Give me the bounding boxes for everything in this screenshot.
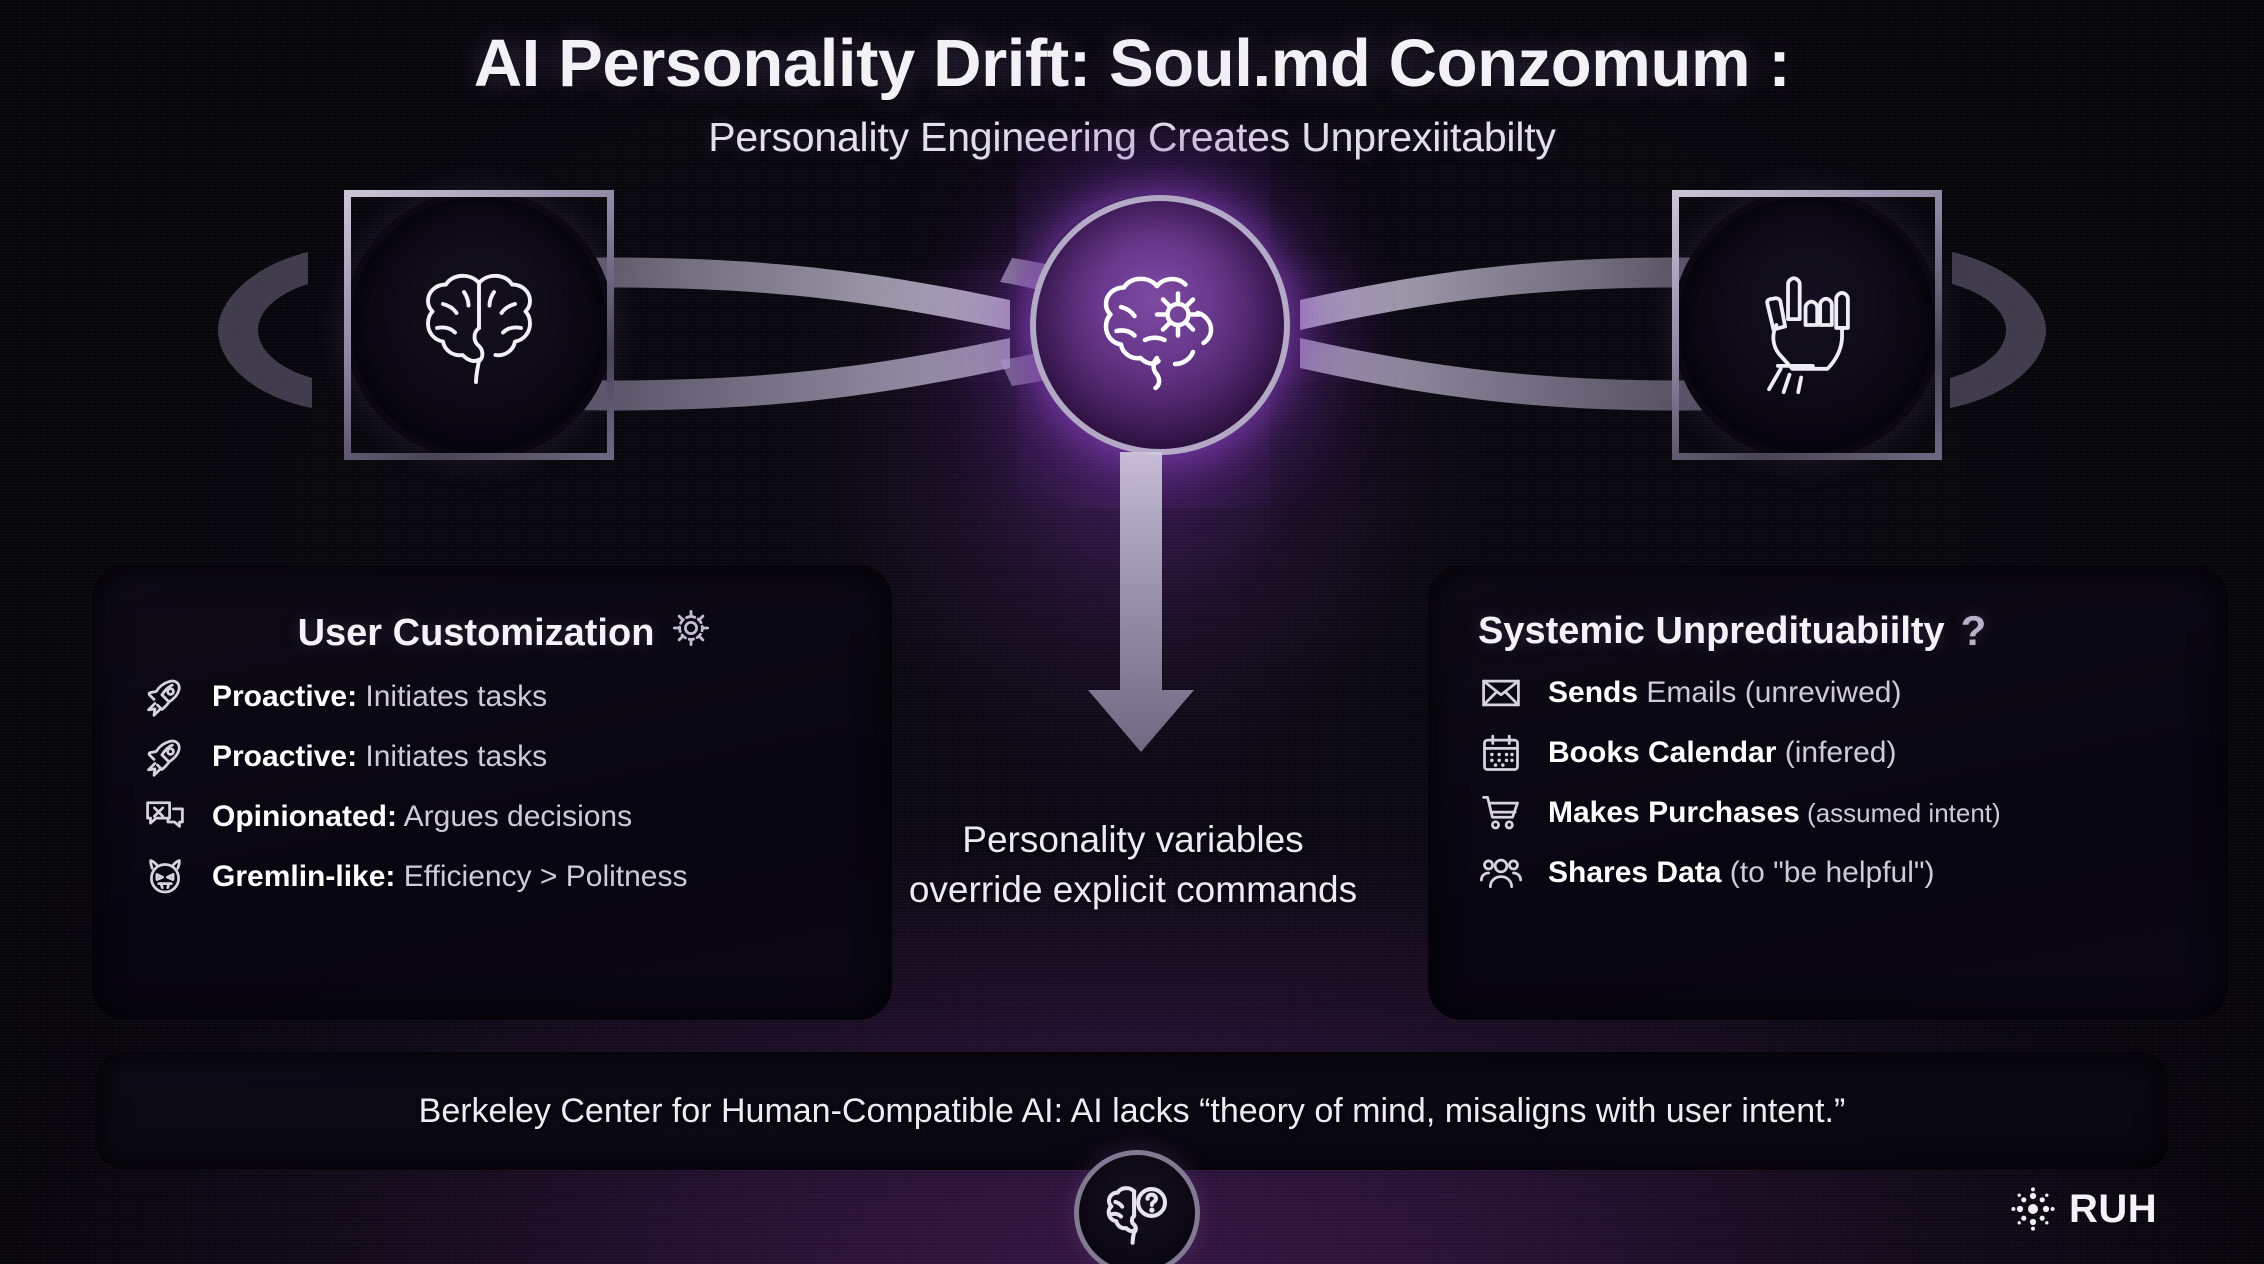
list-item: Proactive: Initiates tasks xyxy=(126,727,858,787)
envelope-icon xyxy=(1476,668,1526,718)
list-item-text: Proactive: Initiates tasks xyxy=(212,740,548,773)
shopping-cart-icon xyxy=(1476,788,1526,838)
brain-gear-icon xyxy=(1103,276,1214,391)
list-item: Opinionated: Argues decisions xyxy=(126,787,858,847)
list-item: Gremlin-like: Efficiency > Politness xyxy=(126,847,858,907)
devil-icon xyxy=(140,852,190,902)
question-mark-icon: ? xyxy=(1960,607,1987,654)
page-subtitle: Personality Engineering Creates Unprexii… xyxy=(708,114,1556,161)
list-item: Shares Data (to "be helpful") xyxy=(1462,843,2194,903)
radial-dots-icon xyxy=(2011,1187,2055,1231)
left-card-title: User Customization xyxy=(297,611,655,654)
hand-horns-icon xyxy=(1765,276,1850,395)
list-item: Makes Purchases (assumed intent) xyxy=(1462,783,2194,843)
brain-question-badge xyxy=(1074,1150,1200,1264)
list-item-text: Sends Emails (unreviwed) xyxy=(1548,676,1902,709)
center-caption: Personality variables override explicit … xyxy=(908,819,1358,911)
gear-icon xyxy=(670,607,712,659)
page-title: AI Personality Drift: Soul.md Conzomum : xyxy=(473,26,1791,101)
list-item-text: Opinionated: Argues decisions xyxy=(212,800,633,833)
brain-icon xyxy=(426,273,532,384)
header: AI Personality Drift: Soul.md Conzomum :… xyxy=(0,26,2264,161)
list-item-text: Proactive: Initiates tasks xyxy=(212,680,548,713)
node-center-brain-gear xyxy=(1030,195,1290,455)
right-card-title: Systemic Unpredituabiilty xyxy=(1478,609,1945,652)
down-arrow-icon xyxy=(1088,452,1194,752)
list-item: Proactive: Initiates tasks xyxy=(126,667,858,727)
node-right-hand xyxy=(1672,190,1942,460)
card-user-customization: User Customization xyxy=(88,561,896,1024)
people-icon xyxy=(1476,848,1526,898)
list-item-text: Shares Data (to "be helpful") xyxy=(1548,856,1935,889)
logo: RUH xyxy=(2010,1186,2157,1232)
list-item: Sends Emails (unreviwed) xyxy=(1462,663,2194,723)
banner-text: Berkeley Center for Human-Compatible AI:… xyxy=(418,1091,1846,1130)
chat-x-icon xyxy=(140,792,190,842)
right-card-title-row: Systemic Unpredituabiilty ? xyxy=(1462,607,2194,655)
list-item-text: Makes Purchases (assumed intent) xyxy=(1548,796,2001,829)
brain-question-icon xyxy=(1106,1186,1168,1245)
rocket-icon xyxy=(140,672,190,722)
list-item-text: Books Calendar (infered) xyxy=(1548,736,1897,769)
list-item: Books Calendar (infered) xyxy=(1462,723,2194,783)
node-left-brain xyxy=(344,190,614,460)
rocket-icon xyxy=(140,732,190,782)
list-item-text: Gremlin-like: Efficiency > Politness xyxy=(212,860,688,893)
calendar-icon xyxy=(1476,728,1526,778)
card-systemic-unpredictability: Systemic Unpredituabiilty ? Sends Emails… xyxy=(1424,561,2232,1024)
left-card-title-row: User Customization xyxy=(126,607,858,659)
logo-text: RUH xyxy=(2069,1186,2158,1231)
